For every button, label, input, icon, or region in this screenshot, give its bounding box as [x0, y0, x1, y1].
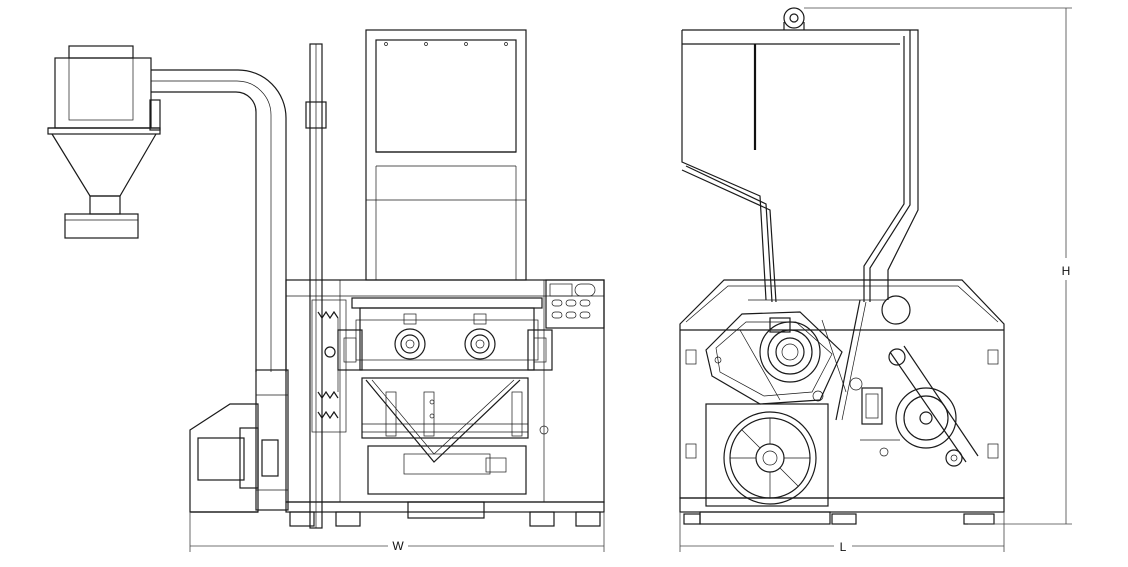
- front-rotor-right: [464, 313, 496, 360]
- side-base: [679, 497, 1005, 525]
- front-rotor-left: [394, 313, 426, 360]
- motor: [189, 369, 289, 513]
- control-panel: [545, 279, 605, 329]
- side-rotor: [705, 311, 863, 405]
- side-flywheel: [705, 403, 829, 507]
- length-dimension: L: [679, 512, 1005, 554]
- crusher-body: [285, 29, 605, 527]
- width-dimension-label: W: [392, 539, 404, 553]
- height-dimension: H: [804, 7, 1072, 525]
- side-hopper: [681, 7, 919, 303]
- front-view: W: [47, 29, 605, 553]
- length-dimension-label: L: [840, 540, 847, 554]
- side-cylinder: [835, 295, 979, 467]
- side-view: H L: [679, 7, 1072, 554]
- height-dimension-label: H: [1062, 264, 1071, 278]
- vertical-mast: [305, 43, 327, 529]
- pneumatic-duct: [151, 69, 287, 372]
- cyclone-separator: [47, 45, 161, 239]
- width-dimension: W: [189, 512, 605, 553]
